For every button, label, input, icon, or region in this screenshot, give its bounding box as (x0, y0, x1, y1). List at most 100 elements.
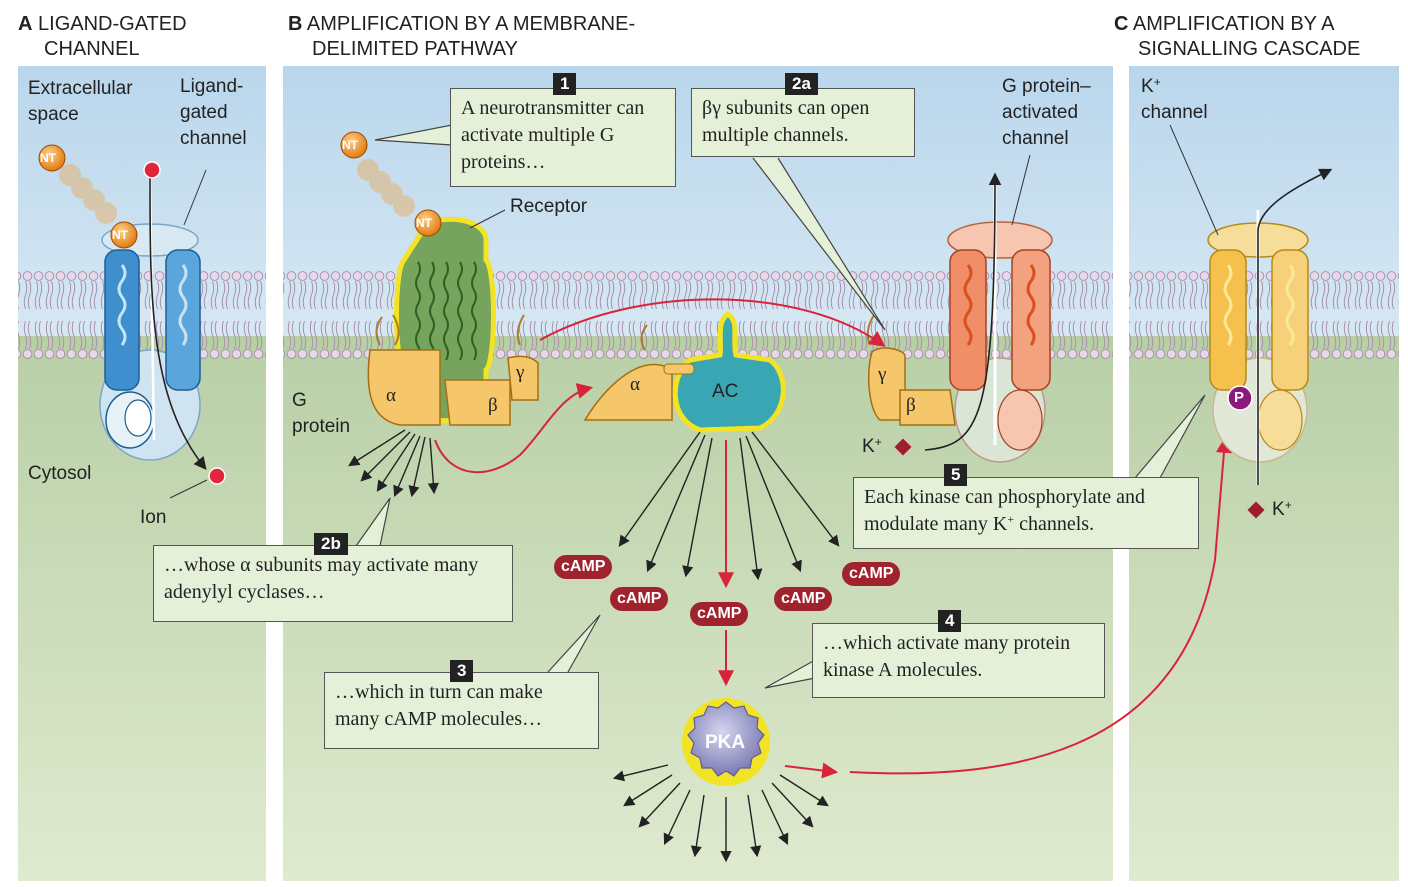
callout-3: …which in turn can make many cAMP molecu… (324, 672, 599, 749)
ion-label: Ion (140, 507, 167, 528)
panel-b-title-line1: AMPLIFICATION BY A MEMBRANE- (306, 13, 636, 35)
alpha-lipid-anchor (640, 324, 648, 351)
nt-label: NT (416, 216, 432, 230)
g-protein-shape (367, 314, 539, 426)
k-efflux-arrow-c (1257, 168, 1333, 485)
panel-a-letter: A (18, 13, 33, 35)
beta-label: β (488, 395, 498, 416)
callout-5: Each kinase can phosphorylate and modula… (853, 477, 1199, 549)
g-protein-activated-channel-label: G protein– activated channel (1002, 76, 1091, 149)
k-channel-shape (1207, 222, 1309, 463)
ion-dot-inside (208, 467, 226, 485)
panel-c-letter: C (1114, 13, 1129, 35)
k-base: K (862, 436, 875, 457)
k-channel-label: K+ channel (1141, 74, 1208, 126)
receptor-label: Receptor (510, 196, 588, 217)
ac-fan-arrows (618, 431, 840, 581)
nt-ghost-trail-a (59, 164, 117, 224)
nt-molecule-a (38, 144, 138, 249)
ion-dot-outside (143, 161, 161, 179)
callout-pointers (355, 124, 1206, 689)
panel-b-title-line2: DELIMITED PATHWAY (312, 38, 518, 60)
pka-to-k-channel-arrow (849, 436, 1232, 775)
panel-a-title: A LIGAND-GATED CHANNEL (18, 12, 187, 62)
k-sup: + (1153, 75, 1161, 89)
phosphate-group (1227, 385, 1253, 411)
callout-5-sup: + (1007, 512, 1015, 526)
callout-number-1: 1 (553, 73, 577, 95)
k-sup: + (1284, 498, 1292, 512)
callout-number-5: 5 (944, 464, 968, 486)
ac-label: AC (712, 381, 739, 402)
ion-flow-arrow (149, 177, 207, 470)
panel-a-title-line1: LIGAND-GATED (38, 13, 187, 35)
callout-5-text: Each kinase can phosphorylate and modula… (864, 486, 1146, 535)
k-efflux-arrow-b (924, 172, 1002, 451)
k-channel-word: channel (1141, 102, 1208, 123)
leader-receptor (469, 209, 506, 229)
gamma-label: γ (516, 362, 525, 383)
cytosol-label: Cytosol (28, 463, 92, 484)
leader-k-channel (1169, 124, 1219, 236)
ligand-gated-channel-label: Ligand- gated channel (180, 76, 247, 149)
panel-c-title: C AMPLIFICATION BY A SIGNALLING CASCADE (1114, 12, 1360, 62)
callout-number-4: 4 (938, 610, 962, 632)
camp-badge: cAMP (842, 562, 901, 586)
extracellular-label: Extracellular space (28, 78, 133, 125)
nt-label: NT (112, 228, 128, 242)
panel-b-letter: B (288, 13, 303, 35)
k-ion-label-b: K+ (862, 434, 882, 460)
adenylyl-cyclase-shape (672, 310, 786, 433)
membrane-c (1129, 270, 1399, 360)
receptor-helices (415, 261, 477, 361)
panel-c-title-line2: SIGNALLING CASCADE (1138, 38, 1361, 60)
k-ion-label-c: K+ (1272, 497, 1292, 523)
panel-a-title-line2: CHANNEL (44, 38, 140, 60)
pka-shape (682, 698, 770, 786)
leader-ligand-channel (183, 169, 207, 226)
leader-ion (169, 479, 208, 499)
pka-output-arrow (784, 762, 839, 779)
k-ion-b (894, 438, 912, 456)
nt-ghost-trail-b (357, 159, 415, 217)
pka-fan-arrows (612, 764, 829, 863)
nt-molecule-b (340, 131, 442, 237)
panel-c-title-line1: AMPLIFICATION BY A (1132, 13, 1335, 35)
callout-number-3: 3 (450, 660, 474, 682)
camp-badge: cAMP (774, 587, 833, 611)
g-protein-fan-arrows (348, 429, 439, 498)
beta-label: β (906, 395, 916, 416)
k-ion-c (1247, 501, 1265, 519)
callout-number-2a: 2a (785, 73, 818, 95)
k-sup: + (874, 435, 882, 449)
alpha-subunit-free (583, 363, 673, 421)
leader-g-channel (1011, 154, 1031, 226)
alpha-free-label: α (630, 374, 640, 395)
phosphate-label: P (1234, 389, 1245, 406)
ligand-gated-channel-shape (99, 223, 201, 461)
k-base: K (1141, 76, 1154, 97)
gamma-label: γ (878, 364, 887, 385)
alpha-translocation-arrow (434, 383, 594, 474)
alpha-label: α (386, 385, 396, 406)
camp-badge: cAMP (610, 587, 669, 611)
callout-5-text-end: channels. (1014, 513, 1095, 535)
callout-4: …which activate many protein kinase A mo… (812, 623, 1105, 698)
nt-label: NT (40, 151, 56, 165)
membrane-a (18, 270, 266, 360)
callout-1: A neurotransmitter can activate multiple… (450, 88, 676, 187)
callout-2a: βγ subunits can open multiple channels. (691, 88, 915, 157)
k-base: K (1272, 499, 1285, 520)
pka-label: PKA (705, 732, 746, 753)
panel-b-title: B AMPLIFICATION BY A MEMBRANE- DELIMITED… (288, 12, 635, 62)
callout-2b: …whose α subunits may activate many aden… (153, 545, 513, 622)
camp-badge: cAMP (554, 555, 613, 579)
g-protein-label: G protein (292, 390, 351, 437)
beta-gamma-translocation-arrow (539, 298, 886, 347)
nt-label: NT (342, 138, 358, 152)
camp-badge: cAMP (690, 602, 749, 626)
alpha-ac-link (663, 363, 695, 375)
g-protein-activated-channel-shape (866, 221, 1053, 463)
callout-number-2b: 2b (314, 533, 348, 555)
